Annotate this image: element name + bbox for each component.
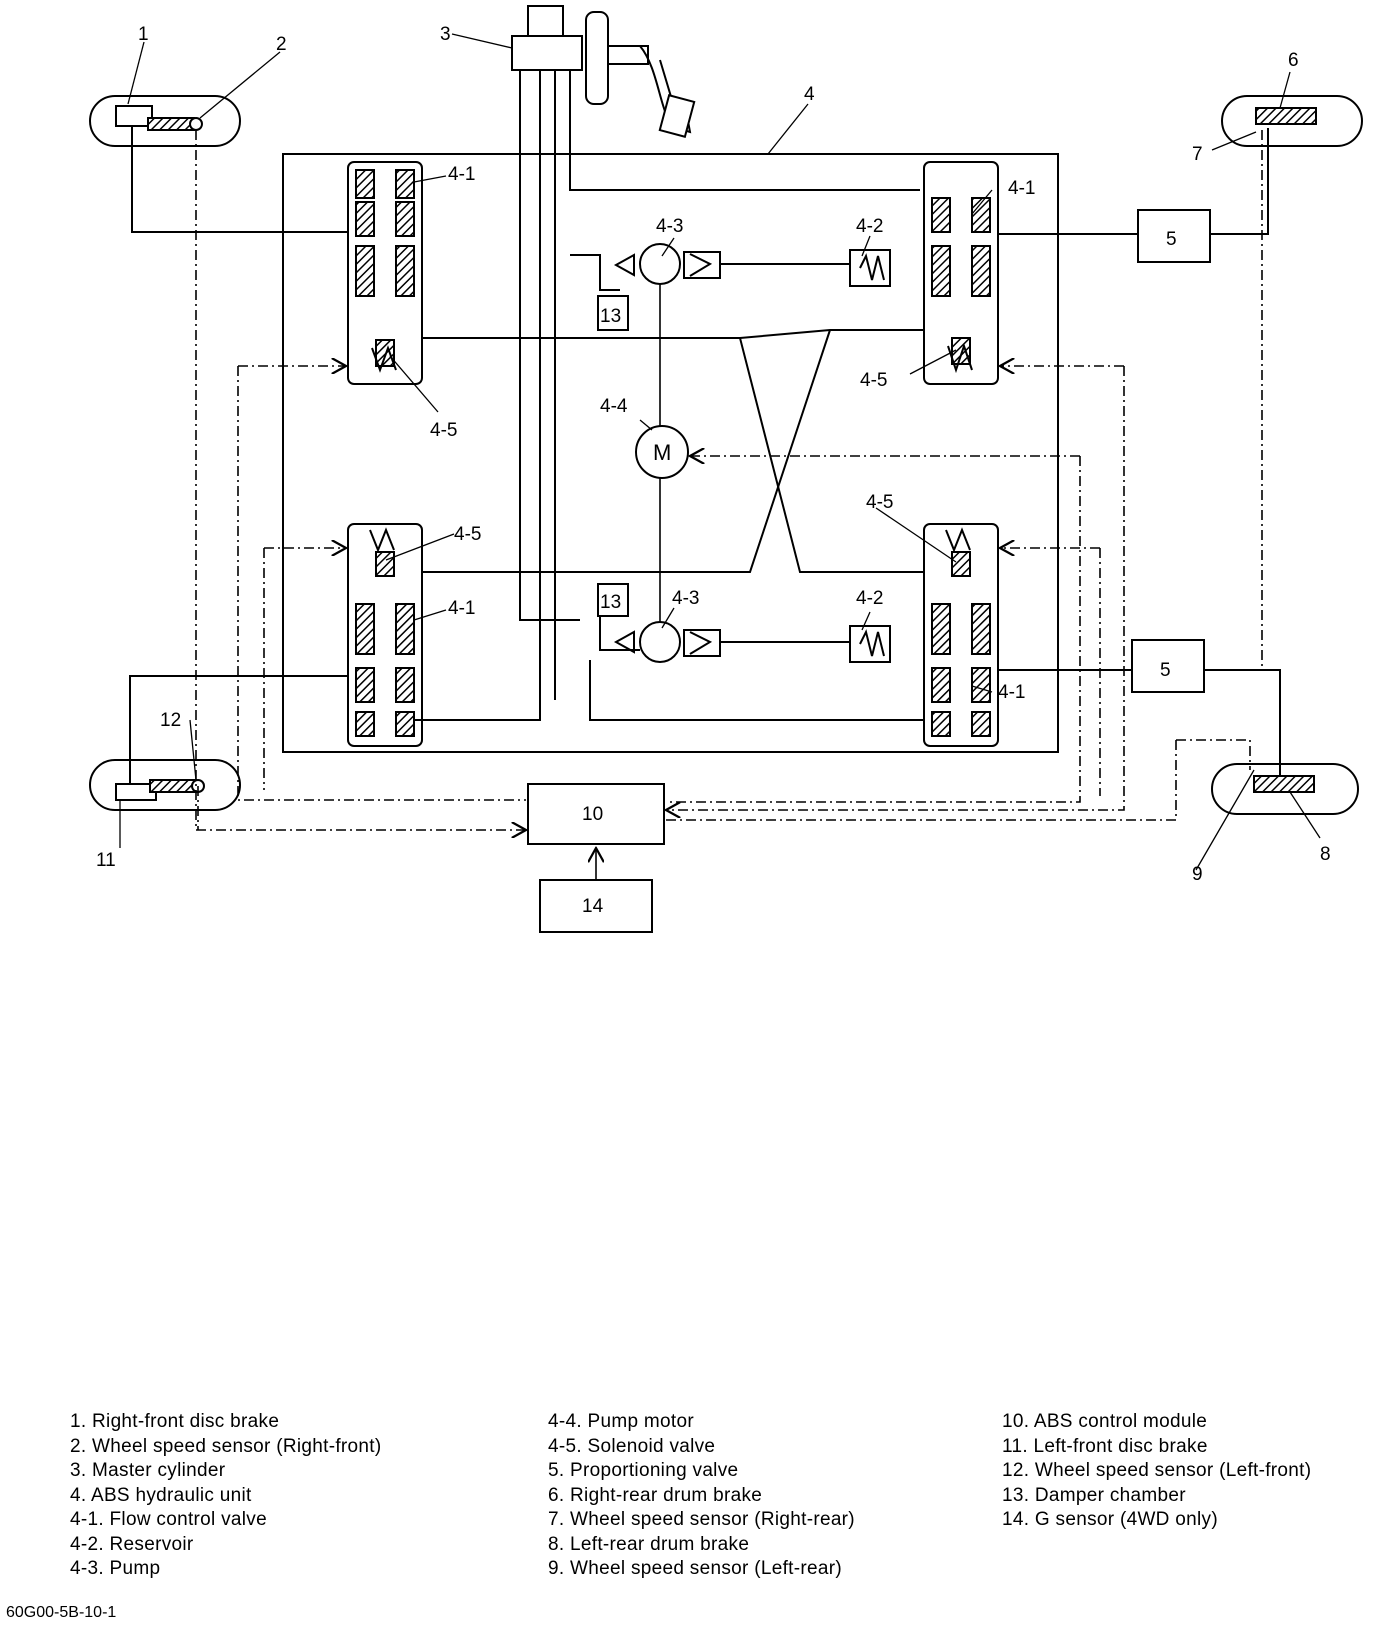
callout-11: 11 (96, 850, 116, 871)
pump-motor (635, 425, 689, 479)
legend-item: 6. Right-rear drum brake (548, 1484, 763, 1506)
left-rear-drum-brake (1211, 763, 1359, 815)
mc-line-tertiary (569, 70, 920, 191)
callout-4: 4 (804, 84, 815, 105)
valve-block-bottom-right (923, 523, 999, 747)
callout-5-bottom: 5 (1160, 660, 1171, 681)
callout-5-top: 5 (1166, 229, 1177, 250)
proportioning-valve-bottom (1131, 639, 1205, 693)
legend-item: 4-4. Pump motor (548, 1411, 694, 1432)
figure-id: 60G00-5B-10-1 (6, 1604, 117, 1621)
legend-item: 2. Wheel speed sensor (Right-front) (70, 1435, 382, 1457)
legend-column-1: 1. Right-front disc brake 2. Wheel speed… (70, 1410, 381, 1582)
callout-3: 3 (440, 24, 451, 45)
legend-item: 4-1. Flow control valve (70, 1509, 267, 1530)
callout-4-1-bottom-left: 4-1 (448, 598, 475, 619)
valve-block-top-right (923, 161, 999, 385)
crossover-line-b (739, 337, 924, 573)
callout-4-5-top-right: 4-5 (860, 370, 887, 391)
abs-unit-housing (282, 153, 1059, 753)
callout-6: 6 (1288, 50, 1299, 71)
master-cylinder (511, 5, 696, 138)
legend-item: 8. Left-rear drum brake (548, 1533, 750, 1555)
left-front-disc-brake (89, 675, 348, 811)
crossover-line-a (422, 329, 924, 339)
mc-line-primary (519, 70, 580, 621)
damper-chamber-bottom (597, 583, 629, 617)
callout-4-2-bottom: 4-2 (856, 588, 883, 609)
callout-4-5-bottom-left: 4-5 (454, 524, 481, 545)
legend-item: 13. Damper chamber (1002, 1484, 1186, 1506)
abs-hydraulic-diagram: 1 2 3 4 5 5 6 7 8 9 10 11 12 13 13 14 4-… (89, 5, 1363, 933)
right-rear-drum-brake (1221, 95, 1363, 147)
legend-item: 1. Right-front disc brake (70, 1411, 280, 1432)
callout-13-top: 13 (600, 306, 621, 327)
right-front-disc-brake (89, 95, 348, 233)
pump-assembly-bottom (589, 583, 924, 721)
callout-9: 9 (1192, 864, 1203, 885)
pump-motor-symbol: M (653, 440, 671, 465)
callout-13-bottom: 13 (600, 592, 621, 613)
callout-4-1-top-left: 4-1 (448, 164, 475, 185)
proportioning-valve-top (1137, 209, 1211, 263)
abs-control-module (527, 783, 665, 845)
legend-item: 10. ABS control module (1002, 1411, 1208, 1432)
legend-item: 4-2. Reservoir (70, 1533, 194, 1555)
legend-column-3: 10. ABS control module 11. Left-front di… (1002, 1410, 1311, 1533)
legend-item: 4-5. Solenoid valve (548, 1435, 716, 1457)
callout-4-1-bottom-right: 4-1 (998, 682, 1025, 703)
callout-4-3-top: 4-3 (656, 216, 683, 237)
callout-4-1-top-right: 4-1 (1008, 178, 1035, 199)
legend-item: 9. Wheel speed sensor (Left-rear) (548, 1558, 842, 1579)
callout-14: 14 (582, 896, 604, 917)
legend-item: 4-3. Pump (70, 1558, 161, 1579)
callout-7: 7 (1192, 144, 1203, 165)
callout-4-2-top: 4-2 (856, 216, 883, 237)
pump-assembly-top (570, 243, 891, 331)
legend-item: 14. G sensor (4WD only) (1002, 1509, 1218, 1530)
callout-4-4: 4-4 (600, 396, 628, 417)
callout-2: 2 (276, 34, 287, 55)
valve-block-top-left (347, 161, 423, 385)
legend-column-2: 4-4. Pump motor 4-5. Solenoid valve 5. P… (548, 1410, 855, 1582)
callout-8: 8 (1320, 844, 1331, 865)
crossover-line-c (422, 329, 831, 573)
legend-item: 12. Wheel speed sensor (Left-front) (1002, 1460, 1312, 1481)
callout-1: 1 (138, 24, 149, 45)
valve-block-bottom-left (347, 523, 423, 747)
callout-4-5-bottom-right: 4-5 (866, 492, 893, 513)
legend-item: 4. ABS hydraulic unit (70, 1484, 252, 1506)
callout-12: 12 (160, 710, 181, 731)
legend-item: 11. Left-front disc brake (1002, 1435, 1208, 1457)
legend-item: 7. Wheel speed sensor (Right-rear) (548, 1509, 855, 1530)
legend-item: 5. Proportioning valve (548, 1460, 739, 1481)
damper-chamber-top (597, 295, 629, 331)
callout-4-3-bottom: 4-3 (672, 588, 699, 609)
mc-line-secondary (410, 70, 541, 721)
callout-4-5-top-left: 4-5 (430, 420, 457, 441)
callout-10: 10 (582, 804, 603, 825)
legend-item: 3. Master cylinder (70, 1460, 226, 1481)
